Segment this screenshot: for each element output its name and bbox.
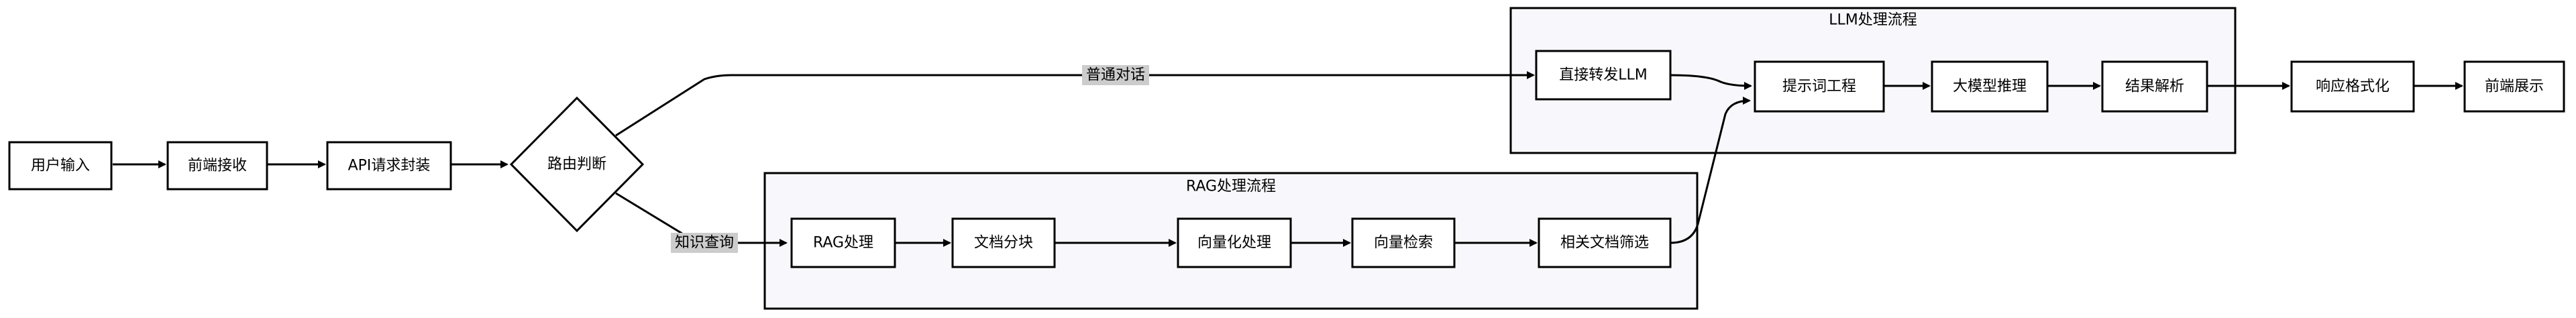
node-prompt-engineering: 提示词工程 <box>1754 60 1885 113</box>
node-frontend-receive: 前端接收 <box>166 141 268 191</box>
node-direct-llm: 直接转发LLM <box>1535 50 1672 101</box>
node-vectorize: 向量化处理 <box>1177 217 1292 268</box>
node-user-input: 用户输入 <box>8 141 113 191</box>
node-doc-filter: 相关文档筛选 <box>1538 217 1672 268</box>
node-vector-search: 向量检索 <box>1351 217 1456 268</box>
edge-route-to-direct-llm <box>615 71 1535 137</box>
node-route-decision: 路由判断 <box>509 96 645 233</box>
node-frontend-display: 前端展示 <box>2463 60 2565 113</box>
llm-group-title: LLM处理流程 <box>1829 12 1917 29</box>
edge-label-knowledge-query: 知识查询 <box>671 233 738 253</box>
edge-label-normal-chat-text: 普通对话 <box>1086 67 1145 84</box>
svg-text:响应格式化: 响应格式化 <box>2316 78 2390 95</box>
edge-label-normal-chat: 普通对话 <box>1082 65 1149 85</box>
svg-text:相关文档筛选: 相关文档筛选 <box>1560 235 1649 252</box>
svg-text:用户输入: 用户输入 <box>31 158 90 174</box>
edge-direct-llm-to-prompt <box>1670 74 1752 90</box>
svg-text:文档分块: 文档分块 <box>974 235 1033 252</box>
svg-text:大模型推理: 大模型推理 <box>1953 78 2027 95</box>
node-doc-chunk: 文档分块 <box>951 217 1056 268</box>
node-response-format: 响应格式化 <box>2290 60 2415 113</box>
svg-text:向量化处理: 向量化处理 <box>1197 235 1271 252</box>
svg-text:API请求封装: API请求封装 <box>348 158 431 174</box>
svg-text:RAG处理: RAG处理 <box>813 235 873 252</box>
node-llm-inference: 大模型推理 <box>1931 60 2049 113</box>
svg-text:路由判断: 路由判断 <box>547 156 606 173</box>
svg-text:前端展示: 前端展示 <box>2485 78 2544 95</box>
svg-text:提示词工程: 提示词工程 <box>1782 78 1856 95</box>
node-result-parse: 结果解析 <box>2101 60 2208 113</box>
svg-text:结果解析: 结果解析 <box>2125 78 2184 95</box>
svg-text:向量检索: 向量检索 <box>1374 235 1433 252</box>
edge-filter-to-prompt <box>1670 97 1751 244</box>
node-api-wrap: API请求封装 <box>326 141 452 191</box>
rag-group-title: RAG处理流程 <box>1186 178 1276 195</box>
svg-text:直接转发LLM: 直接转发LLM <box>1559 67 1648 84</box>
edge-label-knowledge-query-text: 知识查询 <box>675 235 734 252</box>
node-rag-process: RAG处理 <box>790 217 896 268</box>
svg-text:前端接收: 前端接收 <box>188 158 247 174</box>
edges <box>113 71 2463 247</box>
